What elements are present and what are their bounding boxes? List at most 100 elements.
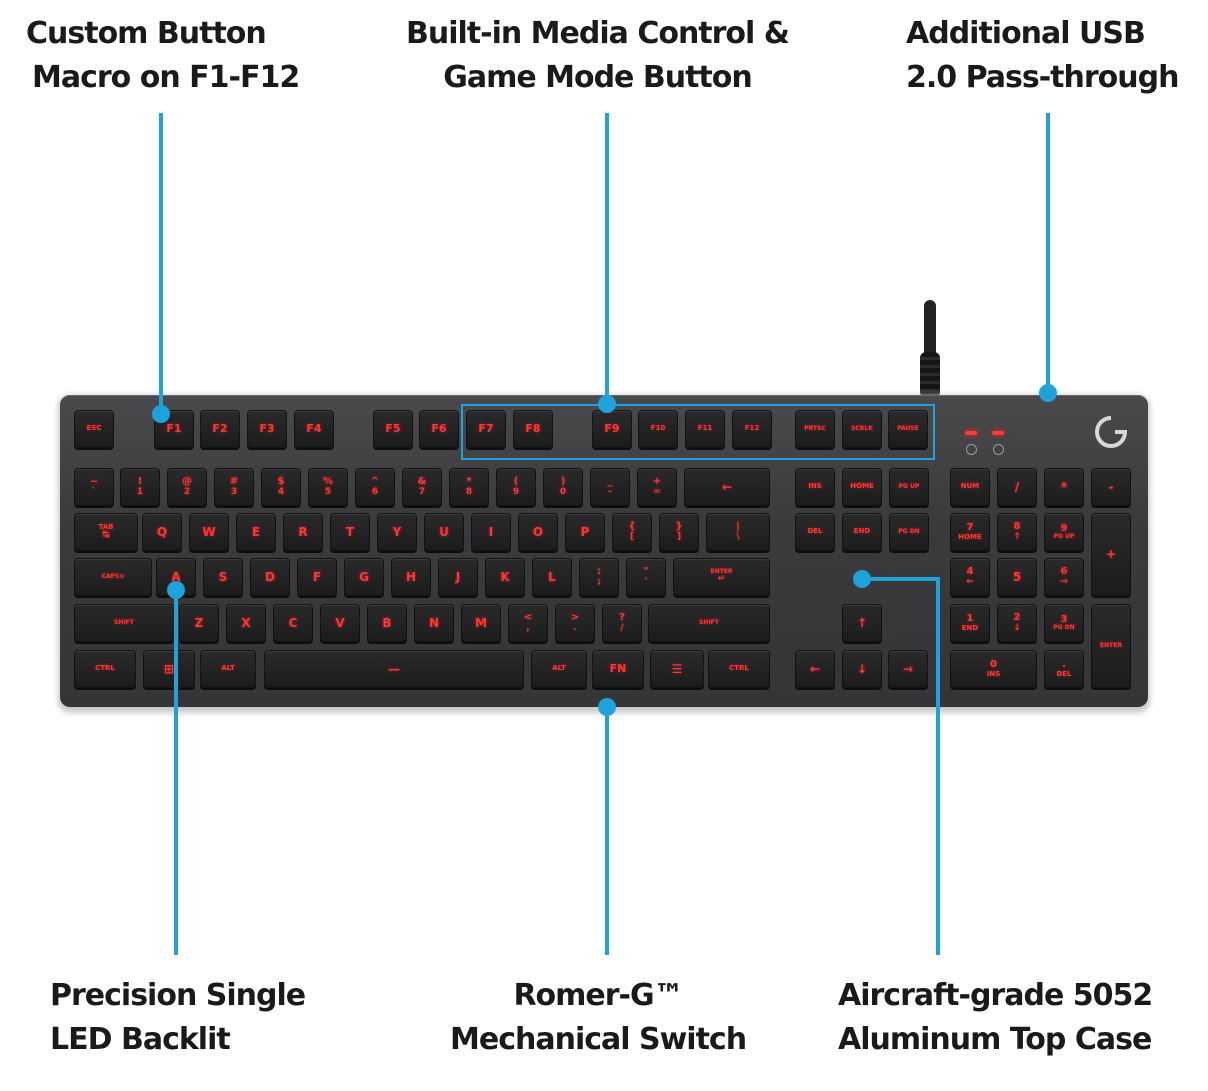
- key-6[interactable]: ^6: [355, 468, 395, 506]
- key-symbol[interactable]: _-: [590, 468, 630, 506]
- key-f4[interactable]: F4: [294, 410, 334, 448]
- key-symbol[interactable]: ↓: [842, 650, 882, 688]
- key-8[interactable]: *8: [449, 468, 489, 506]
- key-end[interactable]: END: [842, 513, 882, 551]
- key-4[interactable]: $4: [261, 468, 301, 506]
- key-del[interactable]: DEL: [795, 513, 835, 551]
- key-f7[interactable]: F7: [466, 410, 506, 448]
- key-caps[interactable]: CAPS⊙: [74, 558, 152, 596]
- key-pause[interactable]: PAUSE: [888, 410, 928, 448]
- key-symbol[interactable]: +=: [637, 468, 677, 506]
- key-f1[interactable]: F1: [154, 410, 194, 448]
- key-w[interactable]: W: [189, 513, 229, 551]
- key-fn[interactable]: FN: [592, 650, 644, 688]
- key-f11[interactable]: F11: [685, 410, 725, 448]
- key-e[interactable]: E: [236, 513, 276, 551]
- key-home[interactable]: HOME: [842, 468, 882, 506]
- key-symbol[interactable]: +: [1091, 513, 1131, 596]
- key-2[interactable]: 2↓: [997, 604, 1037, 642]
- key-t[interactable]: T: [330, 513, 370, 551]
- key-b[interactable]: B: [367, 604, 407, 642]
- key-5[interactable]: 5: [997, 558, 1037, 596]
- key-alt[interactable]: ALT: [200, 650, 256, 688]
- key-0[interactable]: )0: [543, 468, 583, 506]
- key-2[interactable]: @2: [167, 468, 207, 506]
- key-u[interactable]: U: [424, 513, 464, 551]
- key-8[interactable]: 8↑: [997, 513, 1037, 551]
- key-shift[interactable]: SHIFT: [648, 604, 770, 642]
- key-symbol[interactable]: }]: [659, 513, 699, 551]
- key-j[interactable]: J: [438, 558, 478, 596]
- key-num[interactable]: NUM: [950, 468, 990, 506]
- key-symbol[interactable]: ?/: [602, 604, 642, 642]
- key-f12[interactable]: F12: [732, 410, 772, 448]
- key-symbol[interactable]: ☰: [650, 650, 704, 688]
- key-ins[interactable]: INS: [795, 468, 835, 506]
- key-symbol[interactable]: ←: [684, 468, 770, 506]
- key-m[interactable]: M: [461, 604, 501, 642]
- key-5[interactable]: %5: [308, 468, 348, 506]
- key-y[interactable]: Y: [377, 513, 417, 551]
- key-d[interactable]: D: [250, 558, 290, 596]
- key-scrlk[interactable]: SCRLK: [842, 410, 882, 448]
- key-f6[interactable]: F6: [419, 410, 459, 448]
- key-symbol[interactable]: <,: [508, 604, 548, 642]
- key-symbol[interactable]: ⊞: [143, 650, 195, 688]
- key-symbol[interactable]: "': [626, 558, 666, 596]
- key-symbol[interactable]: ~`: [74, 468, 114, 506]
- key-ctrl[interactable]: CTRL: [74, 650, 136, 688]
- key-pg-dn[interactable]: PG DN: [889, 513, 929, 551]
- key-7[interactable]: &7: [402, 468, 442, 506]
- key-prtsc[interactable]: PRTSC: [795, 410, 835, 448]
- key-n[interactable]: N: [414, 604, 454, 642]
- key-f5[interactable]: F5: [373, 410, 413, 448]
- key-esc[interactable]: ESC: [74, 410, 114, 448]
- key-v[interactable]: V: [320, 604, 360, 642]
- key-ctrl[interactable]: CTRL: [708, 650, 770, 688]
- key-f3[interactable]: F3: [247, 410, 287, 448]
- key-shift[interactable]: SHIFT: [74, 604, 174, 642]
- key-4[interactable]: 4←: [950, 558, 990, 596]
- key-symbol[interactable]: ↑: [842, 604, 882, 642]
- key-pg-up[interactable]: PG UP: [889, 468, 929, 506]
- key-3[interactable]: #3: [214, 468, 254, 506]
- key-f10[interactable]: F10: [638, 410, 678, 448]
- key-symbol[interactable]: -: [1091, 468, 1131, 506]
- key-enter[interactable]: ENTER↵: [673, 558, 770, 596]
- key-symbol[interactable]: {[: [612, 513, 652, 551]
- key-symbol[interactable]: ←: [795, 650, 835, 688]
- key-c[interactable]: C: [273, 604, 313, 642]
- key-g[interactable]: G: [344, 558, 384, 596]
- key-i[interactable]: I: [471, 513, 511, 551]
- key-f9[interactable]: F9: [592, 410, 632, 448]
- key-symbol[interactable]: /: [997, 468, 1037, 506]
- key-h[interactable]: H: [391, 558, 431, 596]
- key-symbol[interactable]: →: [888, 650, 928, 688]
- key-symbol[interactable]: |\: [706, 513, 770, 551]
- key-r[interactable]: R: [283, 513, 323, 551]
- key-9[interactable]: (9: [496, 468, 536, 506]
- key-symbol[interactable]: :;: [579, 558, 619, 596]
- key-p[interactable]: P: [565, 513, 605, 551]
- key-6[interactable]: 6→: [1044, 558, 1084, 596]
- key-alt[interactable]: ALT: [531, 650, 587, 688]
- key-del[interactable]: .DEL: [1044, 650, 1084, 688]
- key-s[interactable]: S: [203, 558, 243, 596]
- key-symbol[interactable]: >.: [555, 604, 595, 642]
- key-f8[interactable]: F8: [513, 410, 553, 448]
- key-symbol[interactable]: —: [264, 650, 524, 688]
- key-symbol[interactable]: *: [1044, 468, 1084, 506]
- key-k[interactable]: K: [485, 558, 525, 596]
- key-f2[interactable]: F2: [200, 410, 240, 448]
- key-enter[interactable]: ENTER: [1091, 604, 1131, 688]
- key-q[interactable]: Q: [142, 513, 182, 551]
- key-x[interactable]: X: [226, 604, 266, 642]
- key-o[interactable]: O: [518, 513, 558, 551]
- key-l[interactable]: L: [532, 558, 572, 596]
- key-f[interactable]: F: [297, 558, 337, 596]
